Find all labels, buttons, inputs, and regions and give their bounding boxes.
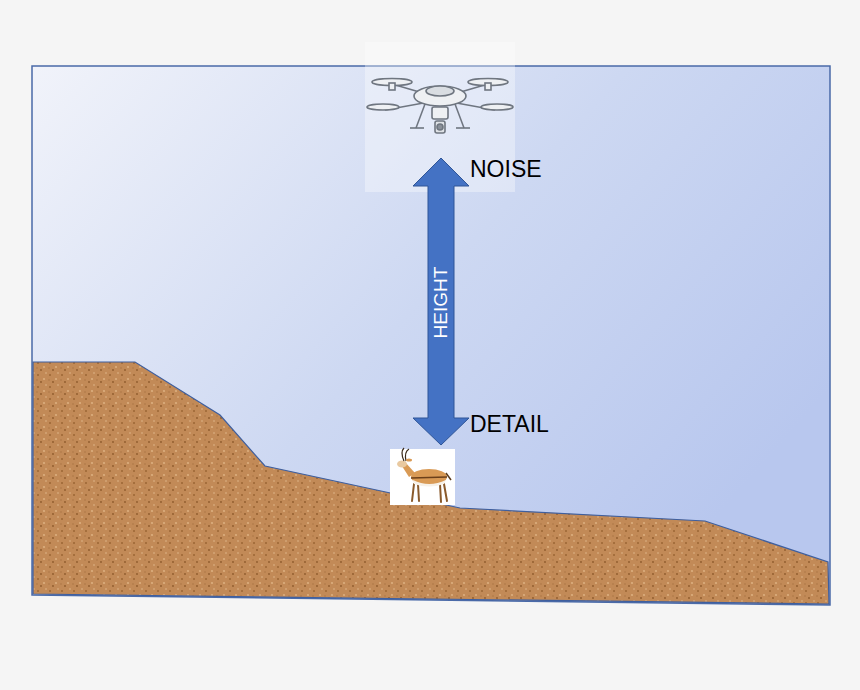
- antelope-backdrop: [390, 449, 455, 505]
- height-arrow: [413, 158, 469, 445]
- antelope: [397, 448, 451, 502]
- drone: [367, 79, 513, 134]
- callout-label: NOISE: [470, 158, 542, 181]
- callout-label: DETAIL: [470, 413, 549, 436]
- arrow-label: HEIGHT: [432, 266, 451, 338]
